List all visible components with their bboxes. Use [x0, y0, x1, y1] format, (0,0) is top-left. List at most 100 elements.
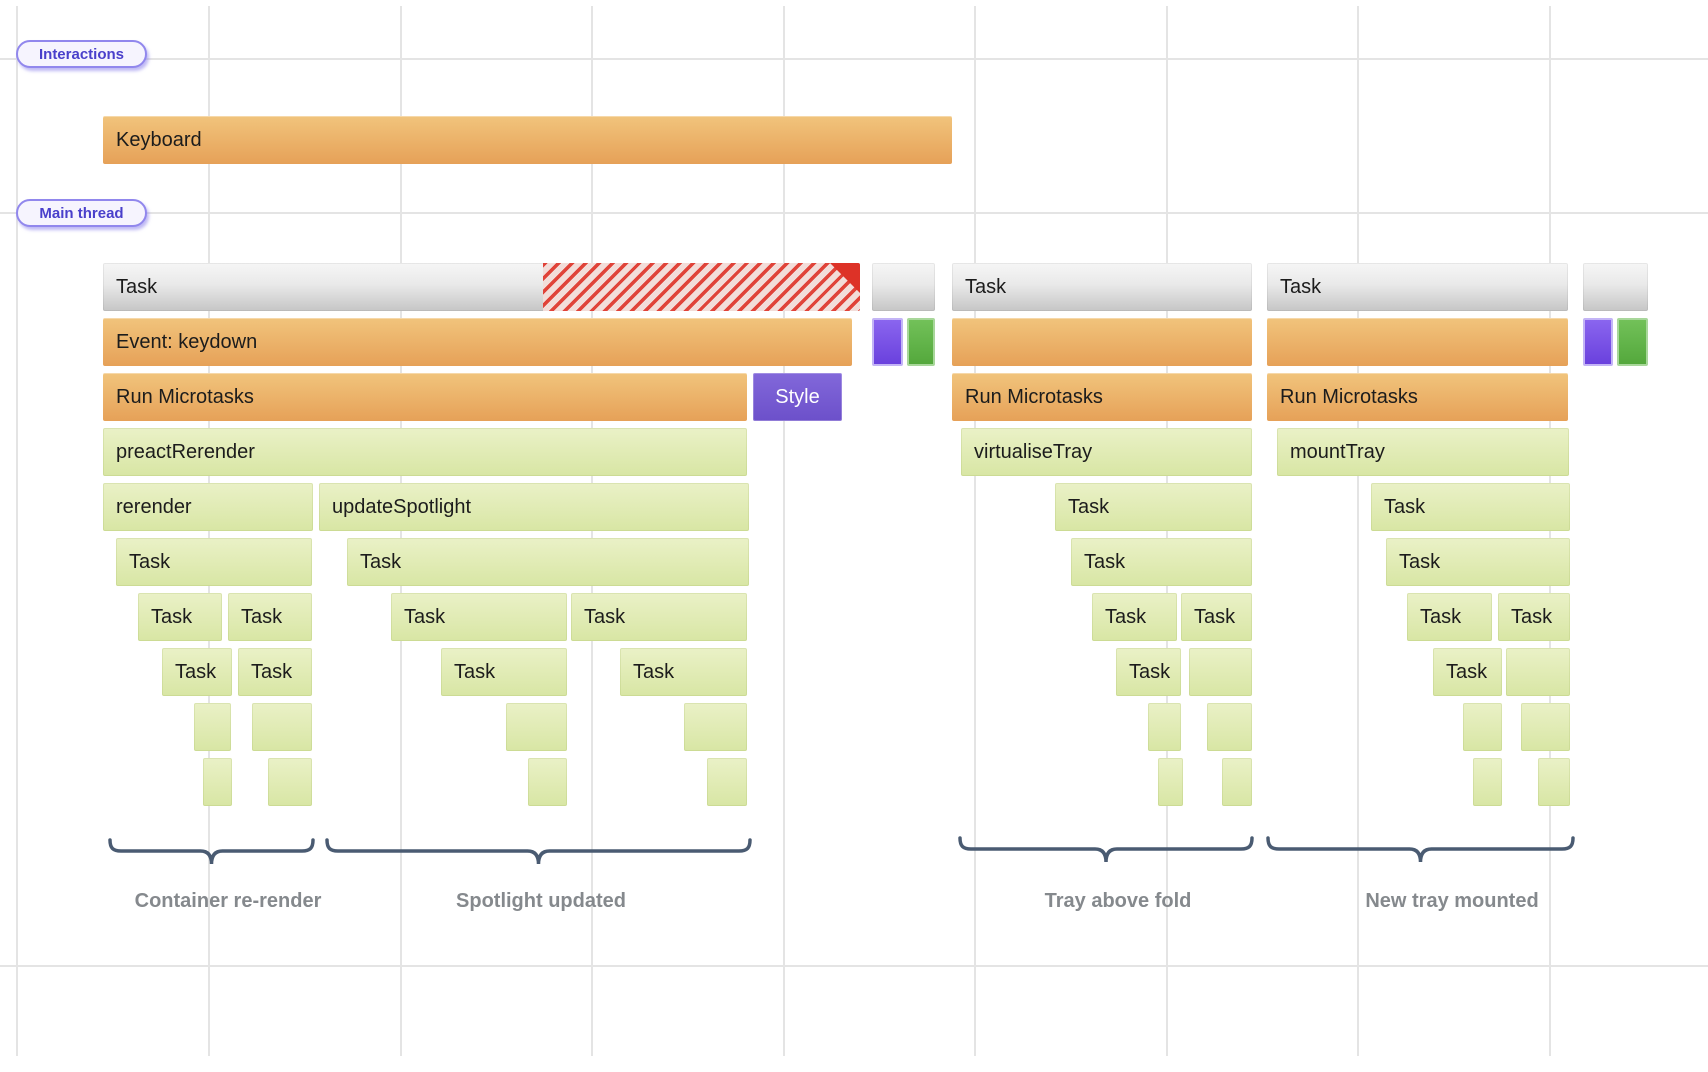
function-bar[interactable]: Task — [391, 593, 567, 641]
horizontal-grid-line — [0, 212, 1708, 214]
task-bar[interactable]: Task — [952, 263, 1252, 311]
bar-label: Task — [1399, 551, 1441, 573]
function-bar[interactable] — [1207, 703, 1252, 751]
event-bar[interactable] — [952, 318, 1252, 366]
annotation-label: New tray mounted — [1365, 890, 1539, 912]
rendering-mini-bar[interactable] — [1583, 318, 1613, 366]
rendering-mini-bar[interactable] — [872, 318, 903, 366]
painting-mini-bar[interactable] — [907, 318, 935, 366]
vertical-grid-line — [1549, 6, 1551, 1056]
function-bar[interactable]: Task — [1498, 593, 1570, 641]
function-bar[interactable]: Task — [571, 593, 747, 641]
bar-label: Task — [360, 551, 402, 573]
function-bar[interactable] — [203, 758, 232, 806]
function-bar[interactable] — [1521, 703, 1570, 751]
function-bar[interactable] — [1463, 703, 1502, 751]
bar-label: Task — [1105, 606, 1147, 628]
bar-label: updateSpotlight — [332, 496, 472, 518]
bar-label: Task — [1084, 551, 1126, 573]
track-label-main-thread[interactable]: Main thread — [16, 199, 147, 227]
painting-mini-bar[interactable] — [1617, 318, 1648, 366]
annotation-label: Spotlight updated — [456, 890, 626, 912]
bar-label: Task — [404, 606, 446, 628]
bar-label: Task — [1511, 606, 1553, 628]
bar-label: Task — [1384, 496, 1426, 518]
style-bar[interactable]: Style — [753, 373, 842, 421]
function-bar[interactable]: virtualiseTray — [961, 428, 1252, 476]
vertical-grid-line — [974, 6, 976, 1056]
function-bar[interactable]: Task — [162, 648, 232, 696]
function-bar[interactable]: Task — [1116, 648, 1181, 696]
bar-label: Task — [1280, 276, 1322, 298]
function-bar[interactable]: updateSpotlight — [319, 483, 749, 531]
function-bar[interactable] — [528, 758, 567, 806]
bar-label: Task — [965, 276, 1007, 298]
bar-label: Task — [241, 606, 283, 628]
bar-label: Task — [151, 606, 193, 628]
bar-label: Task — [584, 606, 626, 628]
function-bar[interactable]: Task — [1371, 483, 1570, 531]
function-bar[interactable]: mountTray — [1277, 428, 1569, 476]
event-bar[interactable] — [1267, 318, 1568, 366]
function-bar[interactable]: Task — [1433, 648, 1502, 696]
bar-label: Task — [251, 661, 293, 683]
bar-label: Task — [454, 661, 496, 683]
function-bar[interactable] — [252, 703, 312, 751]
function-bar[interactable]: Task — [238, 648, 312, 696]
function-bar[interactable]: rerender — [103, 483, 313, 531]
function-bar[interactable]: Task — [441, 648, 567, 696]
function-bar[interactable]: Task — [116, 538, 312, 586]
function-bar[interactable]: Task — [1071, 538, 1252, 586]
task-bar[interactable] — [1583, 263, 1648, 311]
function-bar[interactable] — [1158, 758, 1183, 806]
function-bar[interactable]: preactRerender — [103, 428, 747, 476]
function-bar[interactable]: Task — [620, 648, 747, 696]
bar-label: Task — [129, 551, 171, 573]
task-bar[interactable] — [872, 263, 935, 311]
function-bar[interactable] — [1222, 758, 1252, 806]
function-bar[interactable] — [268, 758, 312, 806]
function-bar[interactable] — [707, 758, 747, 806]
function-bar[interactable]: Task — [1092, 593, 1177, 641]
function-bar[interactable] — [1506, 648, 1570, 696]
bar-label: mountTray — [1290, 441, 1385, 463]
horizontal-grid-line — [0, 965, 1708, 967]
event-bar[interactable]: Run Microtasks — [103, 373, 747, 421]
bar-label: Run Microtasks — [1280, 386, 1418, 408]
bar-label: Task — [116, 276, 158, 298]
bar-label: rerender — [116, 496, 192, 518]
function-bar[interactable] — [1473, 758, 1502, 806]
function-bar[interactable] — [684, 703, 747, 751]
function-bar[interactable] — [1148, 703, 1181, 751]
function-bar[interactable] — [194, 703, 231, 751]
bar-label: Task — [175, 661, 217, 683]
function-bar[interactable]: Task — [1055, 483, 1252, 531]
event-bar[interactable]: Run Microtasks — [1267, 373, 1568, 421]
interaction-keyboard-bar[interactable]: Keyboard — [103, 116, 952, 164]
function-bar[interactable]: Task — [1386, 538, 1570, 586]
function-bar[interactable]: Task — [138, 593, 222, 641]
long-task-hatch — [543, 263, 860, 311]
function-bar[interactable]: Task — [228, 593, 312, 641]
function-bar[interactable]: Task — [347, 538, 749, 586]
function-bar[interactable] — [506, 703, 567, 751]
bar-label: Task — [1068, 496, 1110, 518]
bar-label: Task — [1420, 606, 1462, 628]
event-bar[interactable]: Run Microtasks — [952, 373, 1252, 421]
task-bar[interactable]: Task — [1267, 263, 1568, 311]
bar-label: Event: keydown — [116, 331, 258, 353]
function-bar[interactable]: Task — [1407, 593, 1492, 641]
event-bar[interactable]: Event: keydown — [103, 318, 852, 366]
bar-label: Task — [1194, 606, 1236, 628]
task-bar[interactable]: Task — [103, 263, 860, 311]
function-bar[interactable] — [1189, 648, 1252, 696]
track-label-interactions[interactable]: Interactions — [16, 40, 147, 68]
function-bar[interactable]: Task — [1181, 593, 1252, 641]
function-bar[interactable] — [1538, 758, 1570, 806]
annotation-label: Tray above fold — [1044, 890, 1192, 912]
vertical-grid-line — [783, 6, 785, 1056]
